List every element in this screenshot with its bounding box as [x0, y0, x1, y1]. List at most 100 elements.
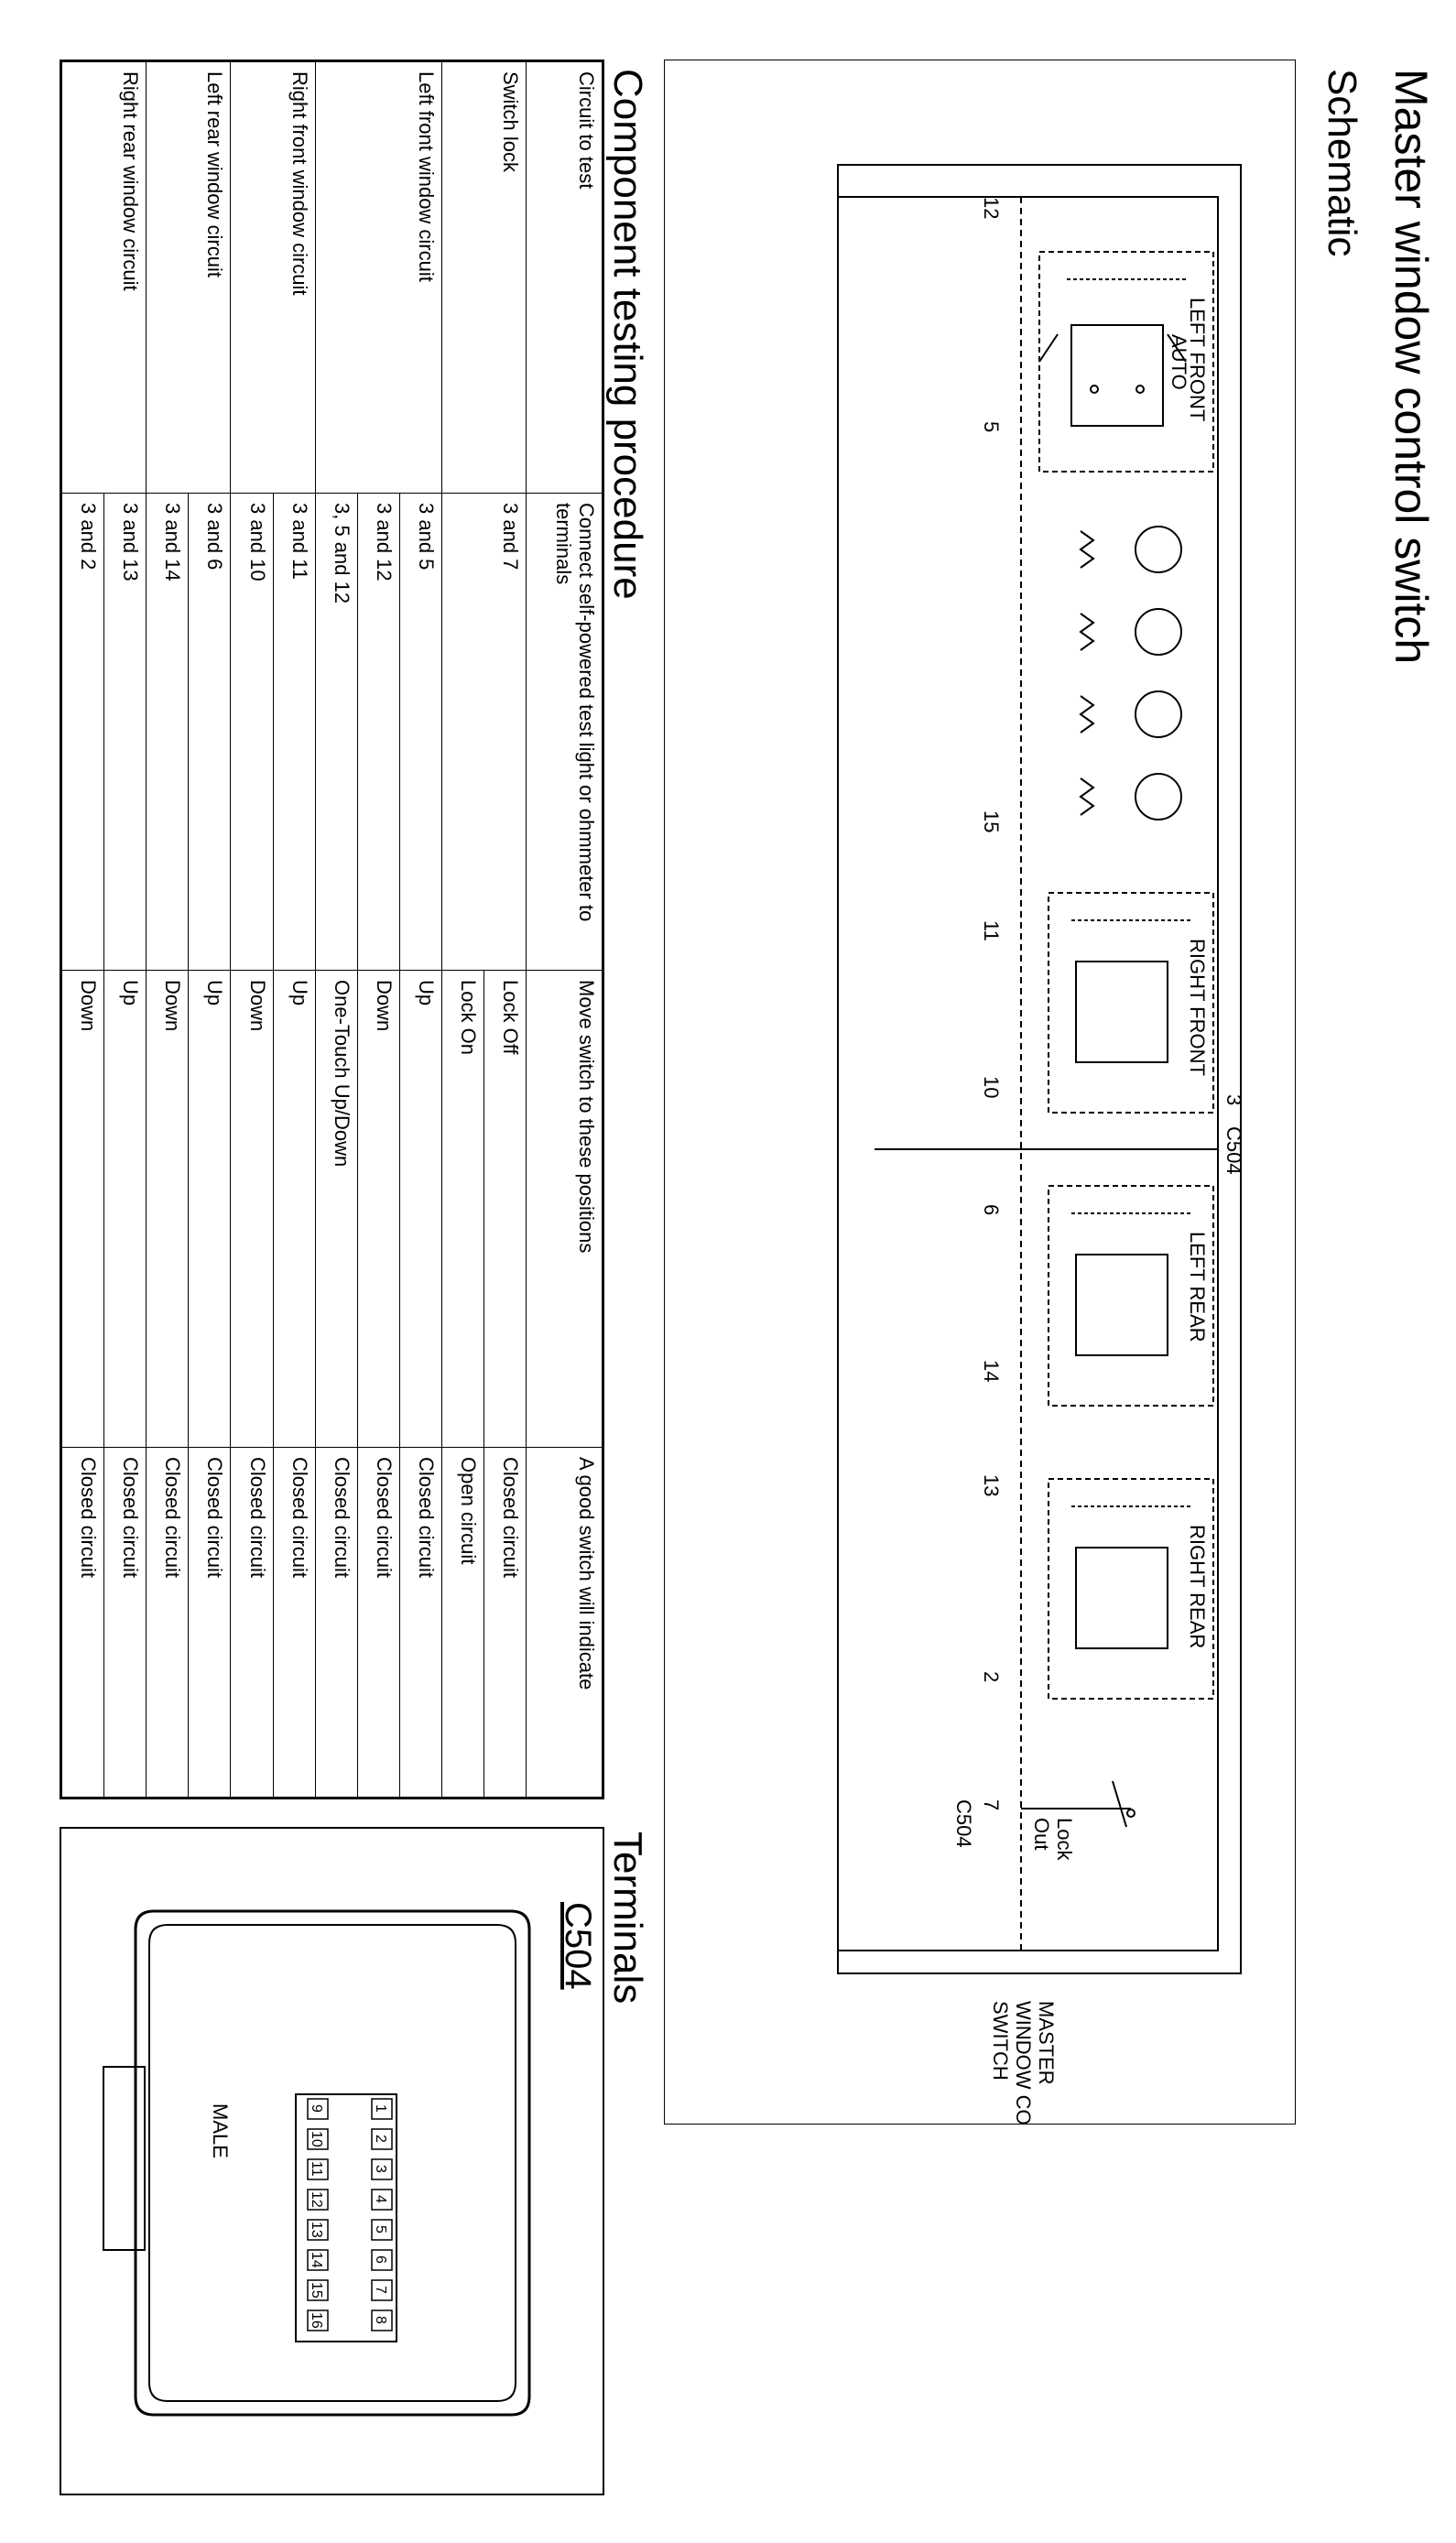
- switch-label: MASTER: [1035, 2001, 1058, 2085]
- connector-outline: [134, 1909, 531, 2417]
- circuit-cell: Right front window circuit: [230, 61, 316, 494]
- table-header: Move switch to these positions: [526, 970, 603, 1448]
- circuit-cell: Right rear window circuit: [61, 61, 147, 494]
- pin-label: 12: [980, 197, 1003, 219]
- terminal-pin: 16: [309, 2312, 324, 2329]
- indicator-lamps: [1079, 526, 1182, 820]
- position-cell: Down: [230, 970, 274, 1448]
- table-row: Right front window circuit 3 and 11 Up C…: [230, 61, 316, 1798]
- position-cell: Lock Off: [484, 970, 527, 1448]
- result-cell: Closed circuit: [61, 1447, 104, 1798]
- position-cell: Down: [61, 970, 104, 1448]
- terminal-pin: 1: [373, 2104, 388, 2113]
- table-header: Connect self-powered test light or ohmme…: [526, 493, 603, 971]
- table-row: Right rear window circuit 3 and 13 Up Cl…: [61, 61, 147, 1798]
- result-cell: Closed circuit: [357, 1447, 400, 1798]
- component-table-box: Circuit to test Connect self-powered tes…: [60, 60, 604, 1799]
- position-cell: Up: [273, 970, 316, 1448]
- table-row: Switch lock 3 and 7 Lock Off Closed circ…: [441, 61, 527, 1798]
- result-cell: Closed circuit: [484, 1447, 527, 1798]
- group-label: LEFT FRONT: [1186, 298, 1209, 421]
- group-label: RIGHT FRONT: [1186, 939, 1209, 1076]
- terminal-pin: 14: [309, 2252, 324, 2268]
- terminals-cell: 3 and 2: [61, 493, 104, 971]
- table-header: Circuit to test: [526, 61, 603, 494]
- terminals-cell: 3 and 5: [399, 493, 442, 971]
- result-cell: Closed circuit: [230, 1447, 274, 1798]
- pin-label: 7: [980, 1799, 1003, 1810]
- table-row: Left rear window circuit 3 and 6 Up Clos…: [146, 61, 231, 1798]
- pin-label: 6: [980, 1204, 1003, 1215]
- result-cell: Closed circuit: [315, 1447, 358, 1798]
- switch-label: SWITCH: [989, 2001, 1012, 2081]
- left-rear-group: [1048, 1185, 1214, 1407]
- connector-pin: 3: [1222, 1094, 1245, 1105]
- terminals-box: C504 MALE 1 2 3 4 5 6 7 8 9 10 11 12 13 …: [60, 1827, 604, 2495]
- terminal-pin: 9: [309, 2104, 324, 2113]
- terminals-cell: 3 and 10: [230, 493, 274, 971]
- group-label: RIGHT REAR: [1186, 1525, 1209, 1648]
- switch-label: WINDOW CONTROL: [1012, 2001, 1035, 2125]
- terminals-cell: 3 and 12: [357, 493, 400, 971]
- terminal-pin: 2: [373, 2135, 388, 2143]
- position-cell: One-Touch Up/Down: [315, 970, 358, 1448]
- group-label: LEFT REAR: [1186, 1232, 1209, 1342]
- terminal-pin: 15: [309, 2282, 324, 2298]
- terminal-pin: 11: [309, 2161, 324, 2177]
- table-row: Left front window circuit 3 and 5 Up Clo…: [315, 61, 442, 1798]
- connector-label: C504: [1222, 1126, 1245, 1175]
- pin-label: 2: [980, 1671, 1003, 1682]
- position-cell: Up: [399, 970, 442, 1448]
- right-front-group: [1048, 892, 1214, 1114]
- table-header: A good switch will indicate: [526, 1447, 603, 1798]
- lockout-label: Out: [1030, 1818, 1053, 1850]
- terminal-pin: 8: [373, 2316, 388, 2324]
- pin-label: 15: [980, 810, 1003, 832]
- terminal-pin: 7: [373, 2286, 388, 2294]
- position-cell: Down: [146, 970, 189, 1448]
- terminals-cell: 3 and 11: [273, 493, 316, 971]
- connector-gender: MALE: [209, 2103, 232, 2158]
- terminals-cell: 3 and 7: [441, 493, 527, 971]
- terminals-cell: 3 and 14: [146, 493, 189, 971]
- circuit-cell: Switch lock: [441, 61, 527, 494]
- result-cell: Closed circuit: [146, 1447, 189, 1798]
- terminals-cell: 3 and 13: [103, 493, 147, 971]
- terminals-cell: 3 and 6: [188, 493, 231, 971]
- circuit-cell: Left front window circuit: [315, 61, 442, 494]
- terminal-pin: 5: [373, 2225, 388, 2233]
- terminal-pin: 12: [309, 2191, 324, 2208]
- component-table: Circuit to test Connect self-powered tes…: [61, 61, 603, 1798]
- connector-diagram: C504 MALE 1 2 3 4 5 6 7 8 9 10 11 12 13 …: [103, 1902, 598, 2417]
- pin-label: 14: [980, 1360, 1003, 1382]
- pin-label: 13: [980, 1474, 1003, 1496]
- schematic-diagram: 12 5 15 11 10 6 14 13 2 7 3 C504 C504 LE…: [664, 60, 1296, 2125]
- terminal-pin: 6: [373, 2255, 388, 2264]
- pin-label: 5: [980, 421, 1003, 432]
- position-cell: Down: [357, 970, 400, 1448]
- page-title: Master window control switch: [1385, 69, 1437, 665]
- result-cell: Closed circuit: [399, 1447, 442, 1798]
- result-cell: Closed circuit: [273, 1447, 316, 1798]
- terminal-pin: 10: [309, 2131, 324, 2147]
- terminals-heading: Terminals: [605, 1831, 650, 2005]
- right-rear-group: [1048, 1478, 1214, 1700]
- connector-label: C504: [952, 1799, 975, 1848]
- terminal-pin: 13: [309, 2222, 324, 2238]
- position-cell: Up: [188, 970, 231, 1448]
- terminal-pin: 4: [373, 2195, 388, 2203]
- connector-id: C504: [558, 1902, 598, 1990]
- schematic-heading: Schematic: [1320, 69, 1364, 257]
- lockout-label: Lock: [1053, 1818, 1076, 1861]
- pin-label: 10: [980, 1076, 1003, 1098]
- result-cell: Open circuit: [441, 1447, 484, 1798]
- result-cell: Closed circuit: [188, 1447, 231, 1798]
- result-cell: Closed circuit: [103, 1447, 147, 1798]
- group-dir: AUTO: [1168, 334, 1190, 390]
- component-heading: Component testing procedure: [605, 69, 650, 600]
- terminal-pin: 3: [373, 2165, 388, 2173]
- pin-label: 11: [980, 920, 1003, 941]
- circuit-cell: Left rear window circuit: [146, 61, 231, 494]
- position-cell: Up: [103, 970, 147, 1448]
